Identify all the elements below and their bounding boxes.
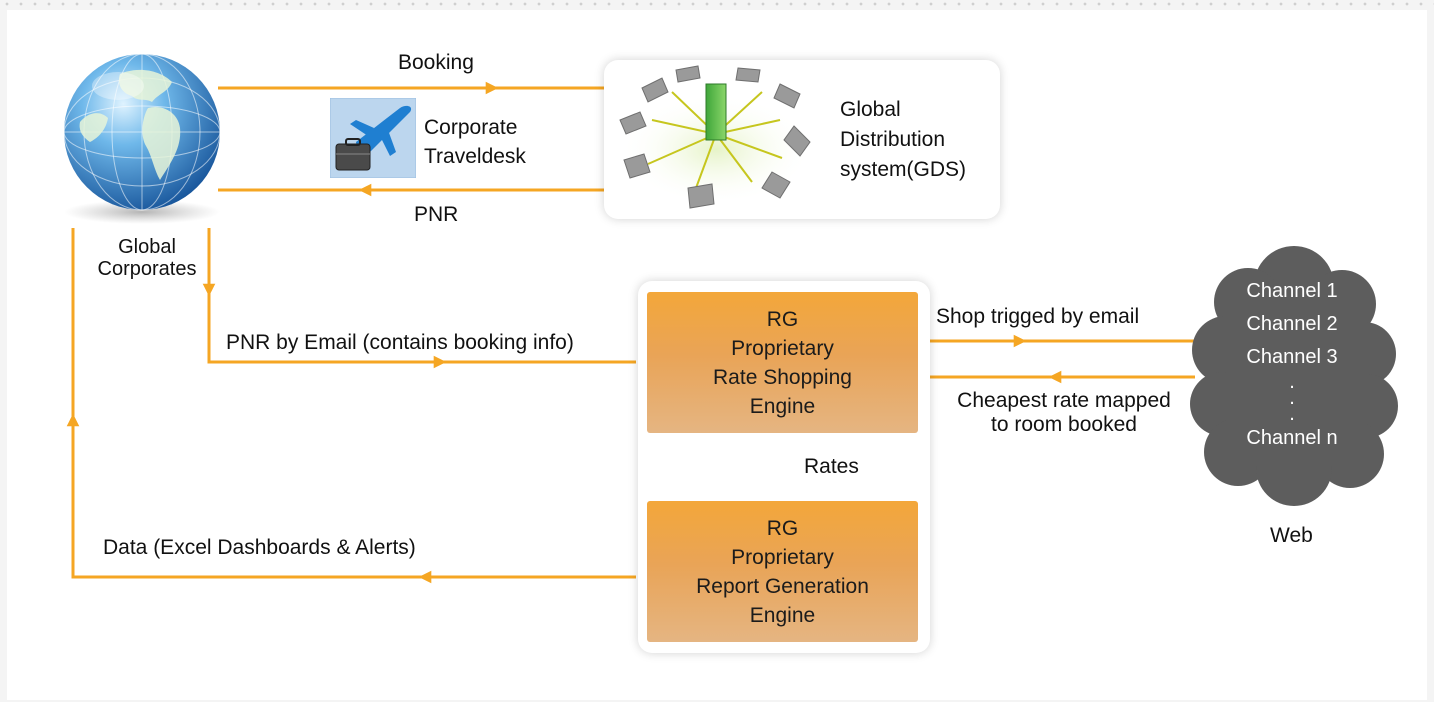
channel-dot: .: [1289, 387, 1295, 409]
report-engine-line-4: Engine: [749, 603, 816, 627]
report-engine-line-3: Report Generation: [696, 574, 869, 598]
data-arrow: [71, 228, 636, 579]
rates-label: Rates: [804, 455, 859, 478]
channel-item: Channel 1: [1246, 280, 1338, 302]
data-label: Data (Excel Dashboards & Alerts): [103, 536, 416, 559]
globe-icon: [63, 53, 221, 224]
channel-list: Channel 1 Channel 2 Channel 3 . . . Chan…: [1222, 275, 1362, 455]
report-generation-engine: RG Proprietary Report Generation Engine: [647, 501, 918, 642]
channel-item: Channel 2: [1246, 313, 1338, 335]
shop-trigger-label: Shop trigged by email: [936, 305, 1140, 328]
channel-item: Channel 3: [1246, 346, 1338, 368]
global-corporates-label: Global Corporates: [97, 236, 197, 280]
cloud-icon: [1190, 246, 1398, 506]
rate-engine-line-2: Proprietary: [731, 336, 834, 360]
channel-item: Channel n: [1246, 427, 1338, 449]
corporate-traveldesk-label: Corporate Traveldesk: [424, 116, 526, 168]
airplane-briefcase-icon: [330, 98, 416, 178]
channel-dot: .: [1289, 403, 1295, 425]
rate-engine-line-4: Engine: [749, 394, 816, 418]
web-label: Web: [1270, 524, 1313, 547]
pnr-label: PNR: [414, 203, 459, 226]
report-engine-line-1: RG: [766, 516, 799, 540]
top-dotted-border: [0, 0, 1434, 8]
rate-shopping-engine: RG Proprietary Rate Shopping Engine: [647, 292, 918, 433]
cheapest-rate-label: Cheapest rate mapped to room booked: [957, 389, 1171, 436]
pnr-by-email-label: PNR by Email (contains booking info): [226, 331, 574, 354]
report-engine-line-2: Proprietary: [731, 545, 834, 569]
channel-dot: .: [1289, 371, 1295, 393]
network-hub-icon: [619, 65, 812, 209]
rate-engine-line-3: Rate Shopping: [713, 365, 852, 389]
gds-label: Global Distribution system(GDS): [840, 98, 966, 181]
rate-engine-line-1: RG: [766, 307, 799, 331]
booking-label: Booking: [398, 51, 474, 74]
